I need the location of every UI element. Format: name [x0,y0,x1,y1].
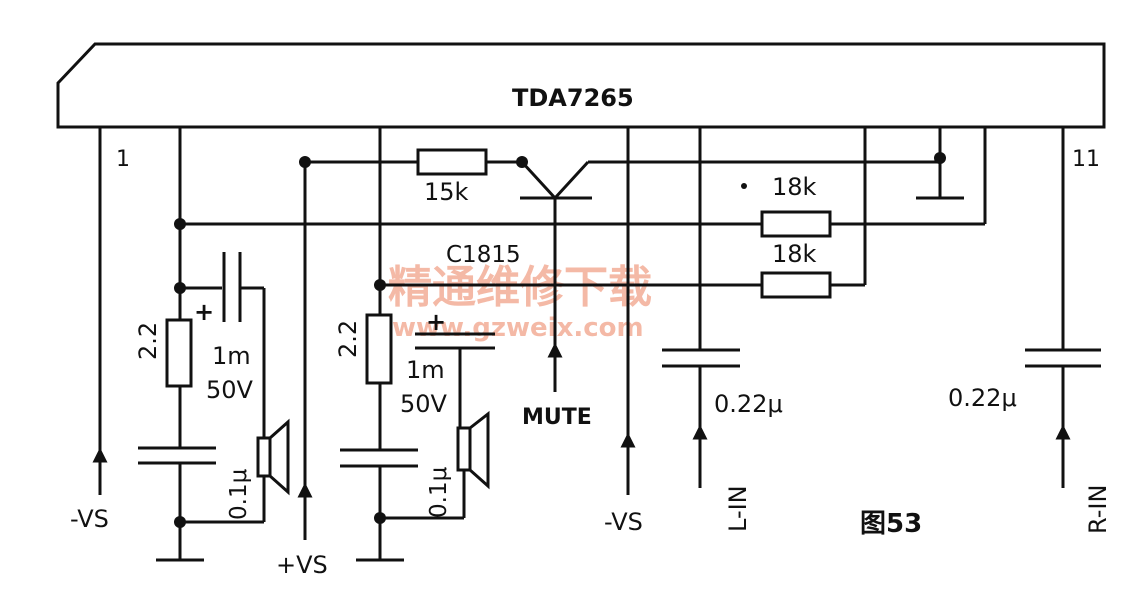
resistor-18k-a [760,210,832,238]
l-in-label: L-IN [724,485,752,532]
speaker-left-body [256,436,272,478]
resistor-15k [416,148,488,176]
speaker-mid-cone [468,410,490,490]
cap-0-22-r-label: 0.22μ [948,384,1017,412]
plus-left: + [194,298,214,326]
resistor-18k-b [760,271,832,299]
junction-dot [934,152,946,164]
junction-dot [174,218,186,230]
neg-vs-left-label: -VS [70,505,109,533]
speaker-left-cone [268,418,290,496]
resistor-2-2-mid-label: 2.2 [334,320,362,358]
neg-vs-right-label: -VS [604,508,643,536]
junction-dot [516,156,528,168]
cap-0-22-l-label: 0.22μ [714,390,783,418]
speaker-mid-body [456,426,472,472]
pos-vs-label: +VS [276,551,328,579]
watermark-url: www.gzweix.com [392,313,644,343]
pin-11-label: 11 [1072,147,1100,172]
junction-dot [174,282,186,294]
transistor-emitter [553,160,590,200]
cap-1m-left-voltage: 50V [206,376,254,404]
mute-label: MUTE [522,405,592,430]
plus-mid: + [426,308,446,336]
cap-1m-mid-value: 1m [406,356,445,384]
ic-body [56,42,1106,129]
cap-0-1-mid-label: 0.1μ [426,466,452,518]
watermark: 精通维修下载 www.gzweix.com [388,262,652,343]
resistor-15k-label: 15k [424,178,469,206]
cap-1m-left-value: 1m [212,342,251,370]
resistor-18k-b-label: 18k [772,240,817,268]
junction-dot [374,512,386,524]
watermark-cn: 精通维修下载 [388,262,652,313]
transistor-label: C1815 [446,242,521,268]
figure-caption: 图53 [860,509,922,539]
junction-dot [374,279,386,291]
junction-dot [741,183,747,189]
resistor-2-2-left [165,318,193,388]
r-in-label: R-IN [1084,485,1112,534]
cap-1m-mid-voltage: 50V [400,390,448,418]
resistor-18k-a-label: 18k [772,173,817,201]
junction-dot [299,156,311,168]
pin-1-label: 1 [116,147,130,172]
resistor-2-2-left-label: 2.2 [134,322,162,360]
resistor-2-2-mid [365,313,393,385]
junction-dot [174,516,186,528]
transistor-collector [520,160,557,200]
junction-dots [174,152,946,528]
ic-label: TDA7265 [512,84,634,112]
cap-0-1-left-label: 0.1μ [226,468,252,520]
